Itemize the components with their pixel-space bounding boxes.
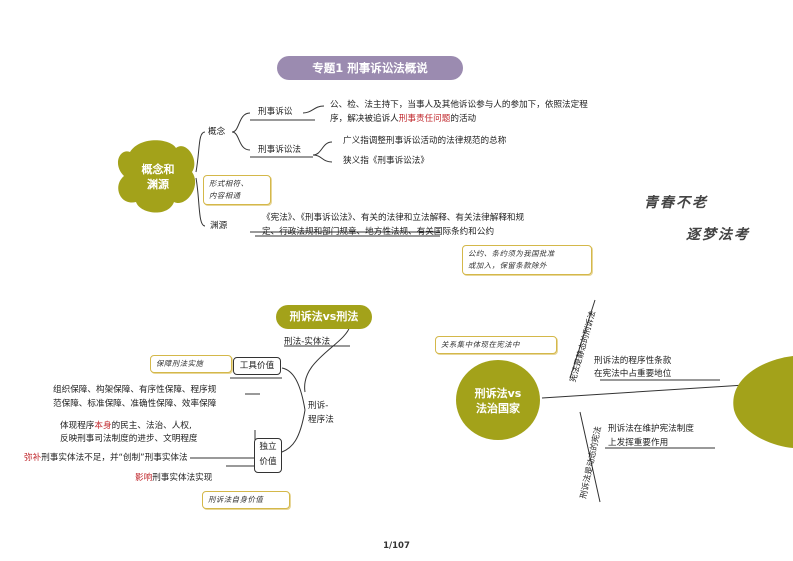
narrow-definition: 狭义指《刑事诉讼法》 (343, 156, 429, 166)
page-title: 专题1 刑事诉讼法概说 (277, 56, 463, 80)
def-text: 序，解决被追诉人 (330, 114, 399, 124)
text: 的民主、法治、人权, (111, 421, 192, 431)
text: 体现程序 (60, 421, 95, 431)
def-highlight: 刑事责任问题 (398, 114, 451, 124)
rule-of-law-root: 刑诉法vs 法治国家 (474, 387, 522, 415)
substantive-law-label: 刑法-实体法 (284, 337, 331, 347)
text: 刑事实体法不足，并“创制”刑事实体法 (41, 453, 188, 463)
note-independent-value: 刑诉法自身价值 (202, 491, 290, 509)
rule-of-law-blob (456, 360, 540, 440)
source-label: 渊源 (210, 221, 228, 231)
tool-value-text-2: 范保障、标准保障、准确性保障、效率保障 (53, 399, 217, 409)
procedure-vs-criminal-root: 刑诉法vs刑法 (276, 305, 372, 329)
broad-definition: 广义指调整刑事诉讼活动的法律规范的总称 (343, 136, 507, 146)
highlight: 弥补 (24, 453, 42, 463)
note-constitution: 关系集中体现在宪法中 (435, 336, 557, 354)
procedural-law-label: 刑诉- 程序法 (308, 401, 334, 425)
dynamic-text-1: 刑诉法在维护宪法制度 (608, 424, 694, 434)
source-text-1: 《宪法》、《刑事诉讼法》、有关的法律和立法解释、有关法律解释和规 (262, 213, 525, 223)
leaf-decoration (733, 356, 793, 448)
tool-value-text-1: 组织保障、构架保障、有序性保障、程序规 (53, 385, 217, 395)
independent-value-text-3: 弥补刑事实体法不足，并“创制”刑事实体法 (24, 452, 188, 465)
criminal-litigation-def-2: 序，解决被追诉人刑事责任问题的活动 (330, 113, 476, 126)
tool-value-box: 工具价值 (233, 357, 281, 375)
criminal-litigation-def-1: 公、检、法主持下，当事人及其他诉讼参与人的参加下，依照法定程 (330, 100, 588, 110)
concept-source-root: 概念和 渊源 (141, 163, 175, 191)
slogan-line-1: 青春不老 (644, 195, 708, 211)
independent-value-text-2: 反映刑事司法制度的进步、文明程度 (60, 434, 198, 444)
source-text-2: 定、行政法规和部门规章、地方性法规、有关国际条约和公约 (262, 227, 495, 237)
dynamic-text-2: 上发挥重要作用 (608, 438, 669, 448)
concept-source-blob (117, 140, 196, 213)
note-treaty: 公约、条约须为我国批准 或加入，保留条款除外 (462, 245, 592, 275)
independent-value-text-1: 体现程序本身的民主、法治、人权, (60, 420, 192, 433)
static-text-1: 刑诉法的程序性条款 (594, 356, 672, 366)
criminal-procedure-law-label: 刑事诉讼法 (258, 145, 301, 155)
def-text-end: 的活动 (450, 114, 477, 124)
independent-value-text-4: 影响刑事实体法实现 (135, 472, 212, 485)
text: 刑事实体法实现 (152, 473, 213, 483)
note-tool-value: 保障刑法实施 (150, 355, 232, 373)
criminal-litigation-label: 刑事诉讼 (258, 107, 293, 117)
page-number: 1/107 (383, 541, 410, 551)
highlight: 影响 (135, 473, 153, 483)
static-text-2: 在宪法中占重要地位 (594, 369, 672, 379)
highlight: 本身 (94, 421, 112, 431)
slogan-line-2: 逐梦法考 (686, 227, 750, 243)
independent-value-box: 独立 价值 (254, 438, 282, 473)
note-form-content: 形式相符、 内容相通 (203, 175, 271, 205)
concept-label: 概念 (208, 127, 226, 137)
